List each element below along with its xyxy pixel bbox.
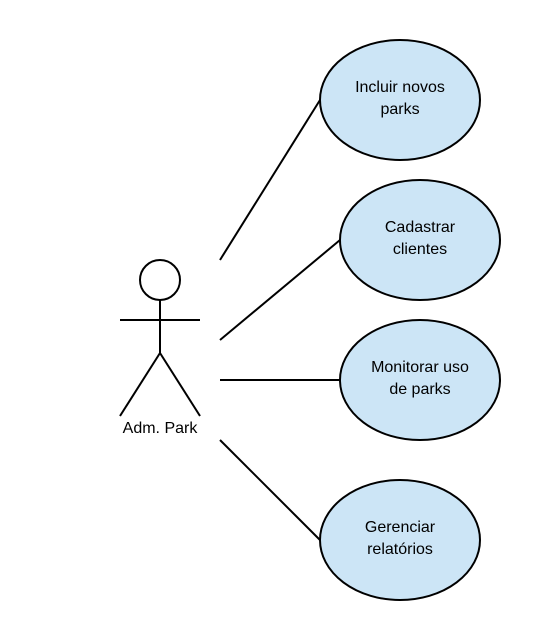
association-incluir-novos-parks	[219, 99, 321, 261]
actor-adm-park[interactable]	[119, 259, 201, 417]
actor-right-leg	[159, 352, 201, 417]
actor-head	[139, 259, 181, 301]
usecase-ellipse	[339, 179, 501, 301]
usecase-gerenciar-relatorios[interactable]: Gerenciar relatórios	[319, 479, 481, 601]
usecase-label-line2: parks	[380, 101, 419, 118]
usecase-label-line1: Incluir novos	[355, 79, 445, 96]
usecase-incluir-novos-parks[interactable]: Incluir novos parks	[319, 39, 481, 161]
usecase-label-line1: Monitorar uso	[371, 359, 469, 376]
usecase-cadastrar-clientes[interactable]: Cadastrar clientes	[339, 179, 501, 301]
usecase-label-line1: Gerenciar	[365, 519, 436, 536]
usecase-monitorar-uso-de-parks[interactable]: Monitorar uso de parks	[339, 319, 501, 441]
usecase-label-line1: Cadastrar	[385, 219, 456, 236]
association-cadastrar-clientes	[219, 239, 341, 341]
usecase-label-line2: de parks	[389, 381, 450, 398]
association-gerenciar-relatorios	[219, 439, 321, 541]
actor-label: Adm. Park	[123, 420, 199, 437]
usecase-label-line2: clientes	[393, 241, 447, 258]
usecase-label-line2: relatórios	[367, 541, 433, 558]
usecase-ellipse	[319, 479, 481, 601]
usecase-ellipse	[319, 39, 481, 161]
associations	[219, 99, 341, 541]
usecase-ellipse	[339, 319, 501, 441]
actor-left-leg	[119, 352, 161, 417]
